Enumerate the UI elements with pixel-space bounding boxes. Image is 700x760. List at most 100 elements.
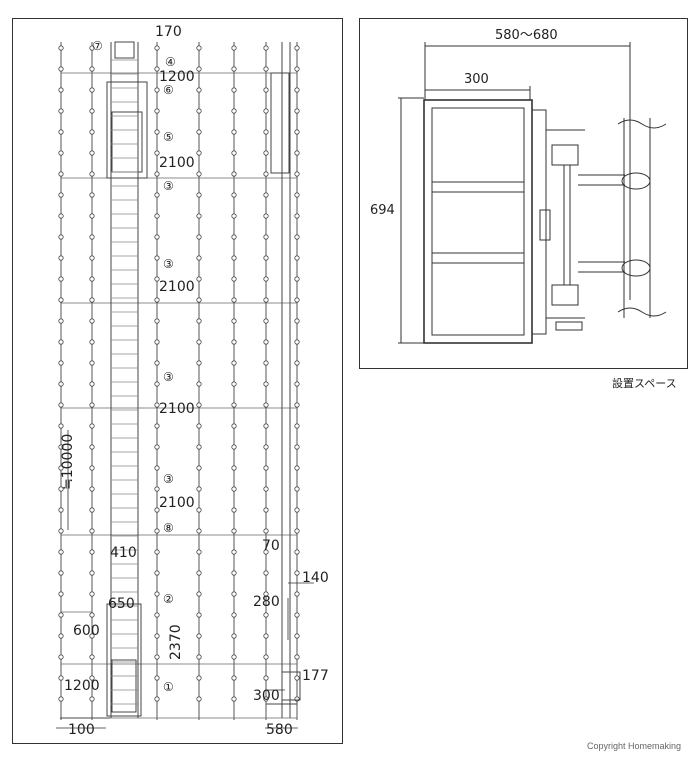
- clamp-node: [231, 171, 237, 177]
- callout-1: ①: [163, 680, 174, 694]
- clamp-node: [294, 108, 300, 114]
- clamp-node: [154, 150, 160, 156]
- clamp-node: [263, 444, 269, 450]
- clamp-node: [294, 486, 300, 492]
- clamp-node: [263, 297, 269, 303]
- clamp-node: [263, 528, 269, 534]
- clamp-node: [294, 45, 300, 51]
- clamp-node: [294, 276, 300, 282]
- clamp-node: [263, 129, 269, 135]
- clamp-node: [294, 66, 300, 72]
- clamp-node: [89, 255, 95, 261]
- clamp-node: [58, 507, 64, 513]
- clamp-node: [196, 633, 202, 639]
- clamp-node: [89, 276, 95, 282]
- clamp-node: [58, 465, 64, 471]
- clamp-node: [58, 570, 64, 576]
- clamp-node: [263, 507, 269, 513]
- clamp-node: [263, 654, 269, 660]
- clamp-node: [294, 234, 300, 240]
- clamp-node: [231, 45, 237, 51]
- clamp-node: [196, 402, 202, 408]
- dim-2100-b: 2100: [159, 279, 195, 295]
- clamp-node: [263, 465, 269, 471]
- dim-1200-bottom: 1200: [64, 678, 100, 694]
- clamp-node: [231, 339, 237, 345]
- clamp-node: [89, 549, 95, 555]
- clamp-node: [196, 192, 202, 198]
- clamp-node: [196, 360, 202, 366]
- clamp-node: [263, 612, 269, 618]
- clamp-node: [89, 528, 95, 534]
- clamp-node: [58, 549, 64, 555]
- clamp-node: [154, 486, 160, 492]
- clamp-node: [154, 507, 160, 513]
- dimension-lines: [56, 430, 314, 729]
- clamp-node: [263, 339, 269, 345]
- clamp-node: [58, 129, 64, 135]
- clamp-node: [89, 339, 95, 345]
- clamp-node: [154, 549, 160, 555]
- clamp-node: [154, 402, 160, 408]
- clamp-node: [196, 318, 202, 324]
- dim-top-width: 170: [155, 24, 182, 40]
- clamp-node: [89, 192, 95, 198]
- clamp-node: [196, 150, 202, 156]
- clamp-node: [263, 318, 269, 324]
- clamp-node: [196, 339, 202, 345]
- ladder-shaft: [106, 41, 148, 718]
- clamp-node: [231, 318, 237, 324]
- clamp-node: [58, 339, 64, 345]
- callout-3-c: ③: [163, 370, 174, 384]
- clamp-node: [231, 507, 237, 513]
- clamp-node: [196, 234, 202, 240]
- clamp-node: [294, 213, 300, 219]
- clamp-node: [294, 675, 300, 681]
- callout-2: ②: [163, 592, 174, 606]
- callout-7: ⑦: [92, 39, 103, 53]
- clamp-node: [154, 297, 160, 303]
- clamp-node: [89, 486, 95, 492]
- clamp-node: [89, 402, 95, 408]
- side-tower: [266, 42, 301, 718]
- copyright-notice: Copyright Homemaking: [587, 741, 682, 751]
- clamp-node: [196, 108, 202, 114]
- clamp-node: [294, 150, 300, 156]
- clamp-node: [231, 360, 237, 366]
- clamp-node: [58, 192, 64, 198]
- clamp-node: [154, 444, 160, 450]
- dim-280: 280: [253, 594, 280, 610]
- clamp-node: [263, 276, 269, 282]
- clamp-node: [263, 66, 269, 72]
- scaffold-poles: [60, 42, 298, 720]
- clamp-node: [231, 87, 237, 93]
- clamp-node: [154, 213, 160, 219]
- clamp-node: [294, 402, 300, 408]
- clamp-node: [58, 444, 64, 450]
- callout-5: ⑤: [163, 130, 174, 144]
- clamp-node: [154, 591, 160, 597]
- clamp-node: [58, 402, 64, 408]
- clamp-node: [58, 318, 64, 324]
- clamp-node: [89, 507, 95, 513]
- clamp-node: [58, 654, 64, 660]
- dim-2100-a: 2100: [159, 155, 195, 171]
- clamp-node: [231, 276, 237, 282]
- dim-2100-d: 2100: [159, 495, 195, 511]
- clamp-node: [263, 696, 269, 702]
- dim-width-300: 300: [464, 72, 489, 87]
- clamp-node: [294, 360, 300, 366]
- dim-100: 100: [68, 722, 95, 738]
- callout-6: ⑥: [163, 83, 174, 97]
- clamp-node: [294, 87, 300, 93]
- clamp-node: [196, 549, 202, 555]
- clamp-node: [89, 423, 95, 429]
- clamp-node: [231, 444, 237, 450]
- clamp-node: [231, 402, 237, 408]
- clamp-node: [196, 696, 202, 702]
- dim-height-694: 694: [370, 203, 395, 218]
- clamp-node: [263, 381, 269, 387]
- clamp-node: [294, 297, 300, 303]
- callout-8: ⑧: [163, 521, 174, 535]
- clamp-node: [89, 654, 95, 660]
